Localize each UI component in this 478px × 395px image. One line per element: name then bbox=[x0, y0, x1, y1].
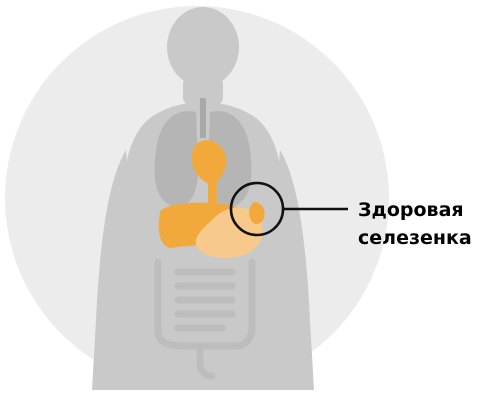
callout-line-2: селезенка bbox=[358, 224, 472, 252]
callout-line-1: Здоровая bbox=[358, 196, 472, 224]
spleen-callout-label: Здоровая селезенка bbox=[358, 196, 472, 252]
